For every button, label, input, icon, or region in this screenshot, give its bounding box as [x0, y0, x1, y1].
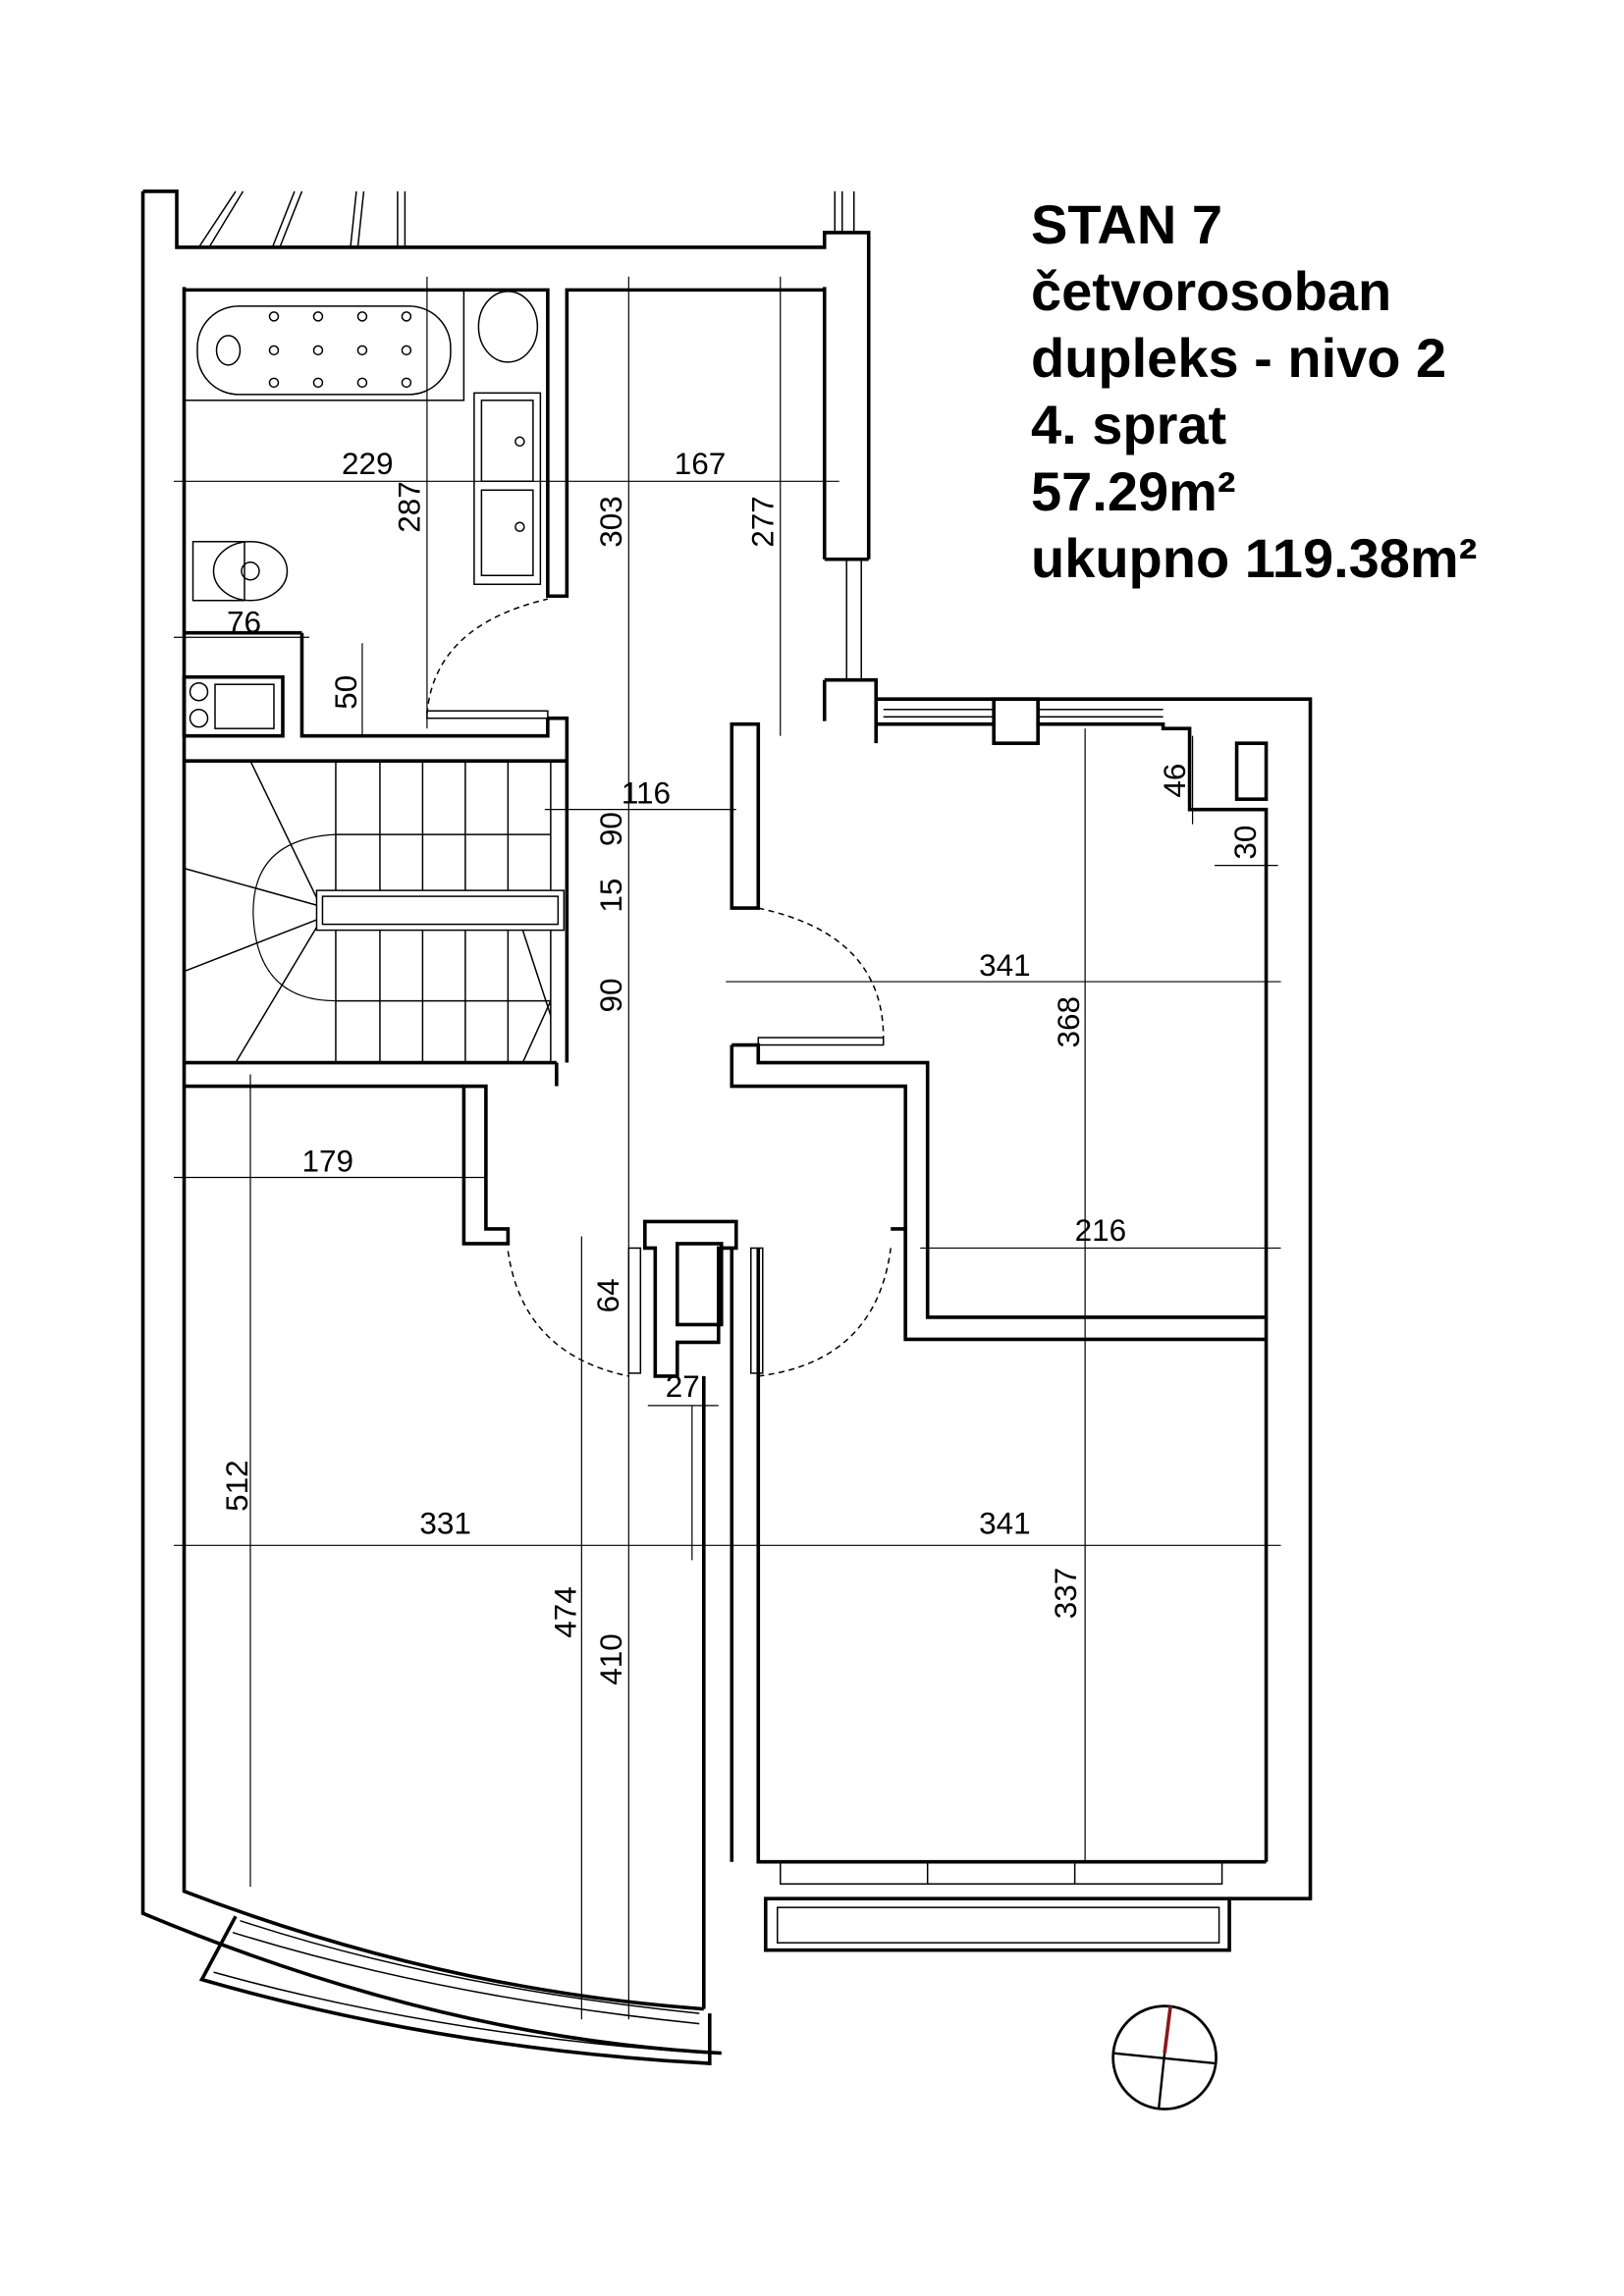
apartment-level: dupleks - nivo 2	[1031, 327, 1447, 389]
dim-label: 27	[666, 1369, 700, 1404]
dim-label: 331	[419, 1506, 471, 1540]
dim-label: 46	[1158, 764, 1192, 798]
dim-label: 474	[548, 1586, 582, 1638]
apartment-name: STAN 7	[1031, 193, 1222, 255]
balcony	[763, 1896, 1231, 1952]
staircase	[184, 759, 568, 1089]
dim-label: 116	[622, 776, 671, 811]
dim-label: 76	[227, 606, 261, 640]
bathtub-jets	[268, 311, 412, 389]
apartment-floor: 4. sprat	[1031, 394, 1227, 455]
apartment-total-area: ukupno 119.38m²	[1031, 527, 1478, 589]
dim-label: 90	[594, 812, 628, 846]
dim-label: 341	[979, 1506, 1031, 1540]
apartment-info: STAN 7 četvorosoban dupleks - nivo 2 4. …	[1031, 191, 1477, 592]
outer-walls	[140, 189, 1313, 2056]
dim-label: 303	[594, 496, 628, 548]
washbasin	[477, 291, 539, 363]
dim-label: 15	[594, 879, 628, 913]
bathroom	[182, 288, 825, 1063]
interior-walls	[198, 721, 1267, 2066]
dim-label: 277	[745, 496, 780, 548]
toilet	[191, 541, 245, 602]
dim-label: 287	[392, 481, 426, 533]
north-arrow-icon	[1111, 2004, 1218, 2110]
bathtub-basin	[196, 305, 452, 396]
dim-label: 64	[591, 1278, 625, 1312]
dim-label: 179	[301, 1144, 353, 1178]
dim-label: 512	[220, 1460, 254, 1512]
dim-label: 30	[1228, 826, 1263, 860]
dim-label: 337	[1049, 1568, 1083, 1620]
apartment-type: četvorosoban	[1031, 260, 1392, 322]
dim-label: 341	[979, 948, 1031, 983]
stove	[182, 674, 285, 738]
terrace-railing	[197, 190, 855, 248]
dimension-lines	[174, 276, 1281, 2020]
apartment-area: 57.29m²	[1031, 460, 1236, 522]
dim-label: 90	[594, 979, 628, 1013]
sink-cabinet	[473, 392, 542, 585]
dim-label: 368	[1052, 996, 1086, 1048]
dim-label: 216	[1075, 1213, 1127, 1248]
dim-label: 229	[342, 447, 394, 481]
window	[780, 1860, 1223, 1885]
bathtub	[183, 289, 465, 401]
dim-label: 50	[329, 675, 363, 710]
dim-label: 410	[594, 1633, 628, 1685]
dim-label: 167	[675, 447, 727, 481]
dimension-labels: 229 167 287 303 277 76 50 116 90 15 90 3…	[220, 447, 1263, 1685]
